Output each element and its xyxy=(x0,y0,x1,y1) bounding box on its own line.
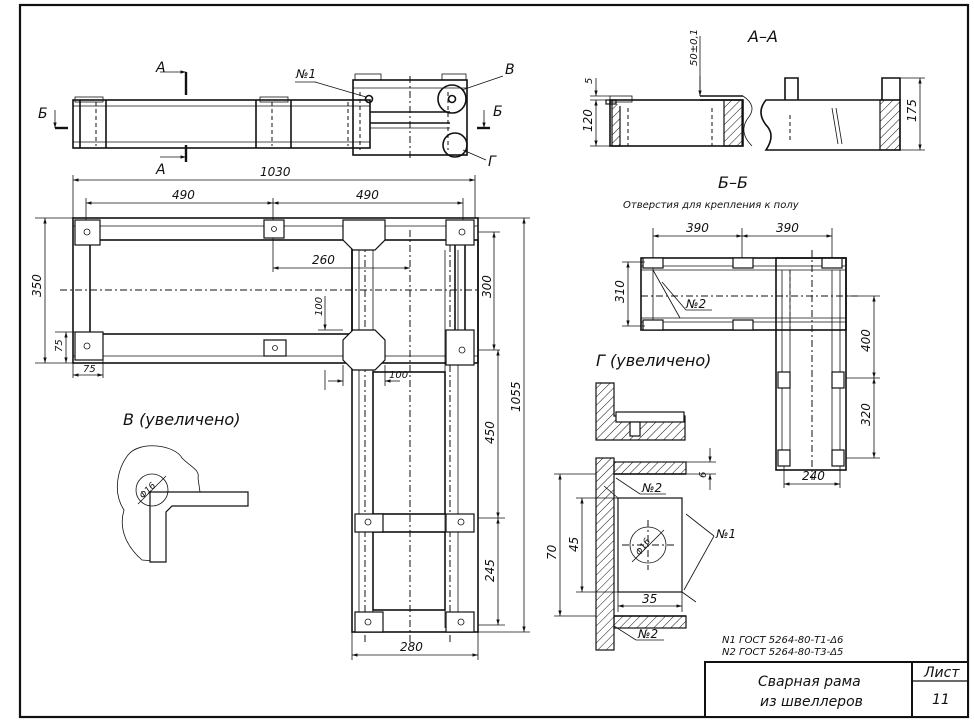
dim-6: 6 xyxy=(698,472,709,478)
dim-490-left: 490 xyxy=(172,188,195,202)
cut-a-label-bottom: А xyxy=(155,162,166,178)
section-bb: Б–Б Отверстия для крепления к полу xyxy=(613,173,880,488)
spec-n2: N2 ГОСТ 5264-80-Т3-Δ5 xyxy=(722,647,843,658)
dim-50-tol: 50±0,1 xyxy=(689,29,700,66)
dim-240: 240 xyxy=(802,469,825,483)
dim-390-a: 390 xyxy=(686,221,709,235)
dim-450: 450 xyxy=(483,421,497,444)
section-bb-note: Отверстия для крепления к полу xyxy=(623,200,800,211)
dim-280: 280 xyxy=(400,640,423,654)
dim-350: 350 xyxy=(30,274,44,297)
dim-1030: 1030 xyxy=(260,165,291,179)
sheet-label: Лист xyxy=(923,665,960,681)
section-aa-title: А–А xyxy=(747,27,778,46)
dim-260: 260 xyxy=(312,253,335,267)
dim-100-v: 100 xyxy=(314,297,325,316)
spec-n1: N1 ГОСТ 5264-80-Т1-Δ6 xyxy=(722,635,843,646)
section-aa: А–А 50±0,1 5 120 175 xyxy=(581,27,925,151)
title-block: Сварная рама из швеллеров Лист 11 xyxy=(704,661,969,718)
view-v-title: В (увеличено) xyxy=(123,410,240,429)
detail-g: Г (увеличено) Φ16 6 45 70 35 xyxy=(545,351,736,651)
detail-v: В (увеличено) Φ16 xyxy=(116,410,249,563)
dim-120: 120 xyxy=(581,109,595,132)
dim-45: 45 xyxy=(567,537,581,552)
dim-75-v: 75 xyxy=(54,339,65,352)
callout-g: Г xyxy=(488,154,497,170)
dim-175: 175 xyxy=(905,99,919,122)
cut-a-label-top: А xyxy=(155,60,166,76)
side-view: А А Б Б №1 В Г xyxy=(38,60,515,178)
title-line1: Сварная рама xyxy=(758,674,861,690)
cut-b-label-right: Б xyxy=(493,104,503,120)
dim-5: 5 xyxy=(584,78,595,84)
sheet-number: 11 xyxy=(932,692,950,708)
dim-400: 400 xyxy=(859,329,873,352)
dim-300: 300 xyxy=(480,275,494,298)
cut-b-label-left: Б xyxy=(38,106,48,122)
title-line2: из швеллеров xyxy=(760,694,863,710)
dim-310: 310 xyxy=(613,280,627,303)
sheet-frame xyxy=(18,3,970,719)
dim-320: 320 xyxy=(859,403,873,426)
detail-g-callout-n2-top: №2 xyxy=(641,481,662,495)
section-bb-title: Б–Б xyxy=(718,173,748,192)
detail-g-callout-n2-bottom: №2 xyxy=(637,627,658,641)
plan-view: 1030 490 490 xyxy=(30,165,530,660)
view-g-title: Г (увеличено) xyxy=(596,351,711,370)
dim-35: 35 xyxy=(642,592,657,606)
callout-v: В xyxy=(505,62,515,78)
section-bb-callout-n2: №2 xyxy=(685,297,706,311)
dim-100-h: 100 xyxy=(389,370,408,381)
dim-70: 70 xyxy=(545,544,559,560)
detail-g-callout-n1: №1 xyxy=(715,527,736,541)
weld-specs: N1 ГОСТ 5264-80-Т1-Δ6 N2 ГОСТ 5264-80-Т3… xyxy=(722,635,843,658)
dim-245: 245 xyxy=(483,559,497,582)
callout-n1: №1 xyxy=(295,67,316,81)
dim-75-h: 75 xyxy=(83,364,96,375)
dim-1055: 1055 xyxy=(509,381,523,412)
dim-490-right: 490 xyxy=(356,188,379,202)
dim-390-b: 390 xyxy=(776,221,799,235)
